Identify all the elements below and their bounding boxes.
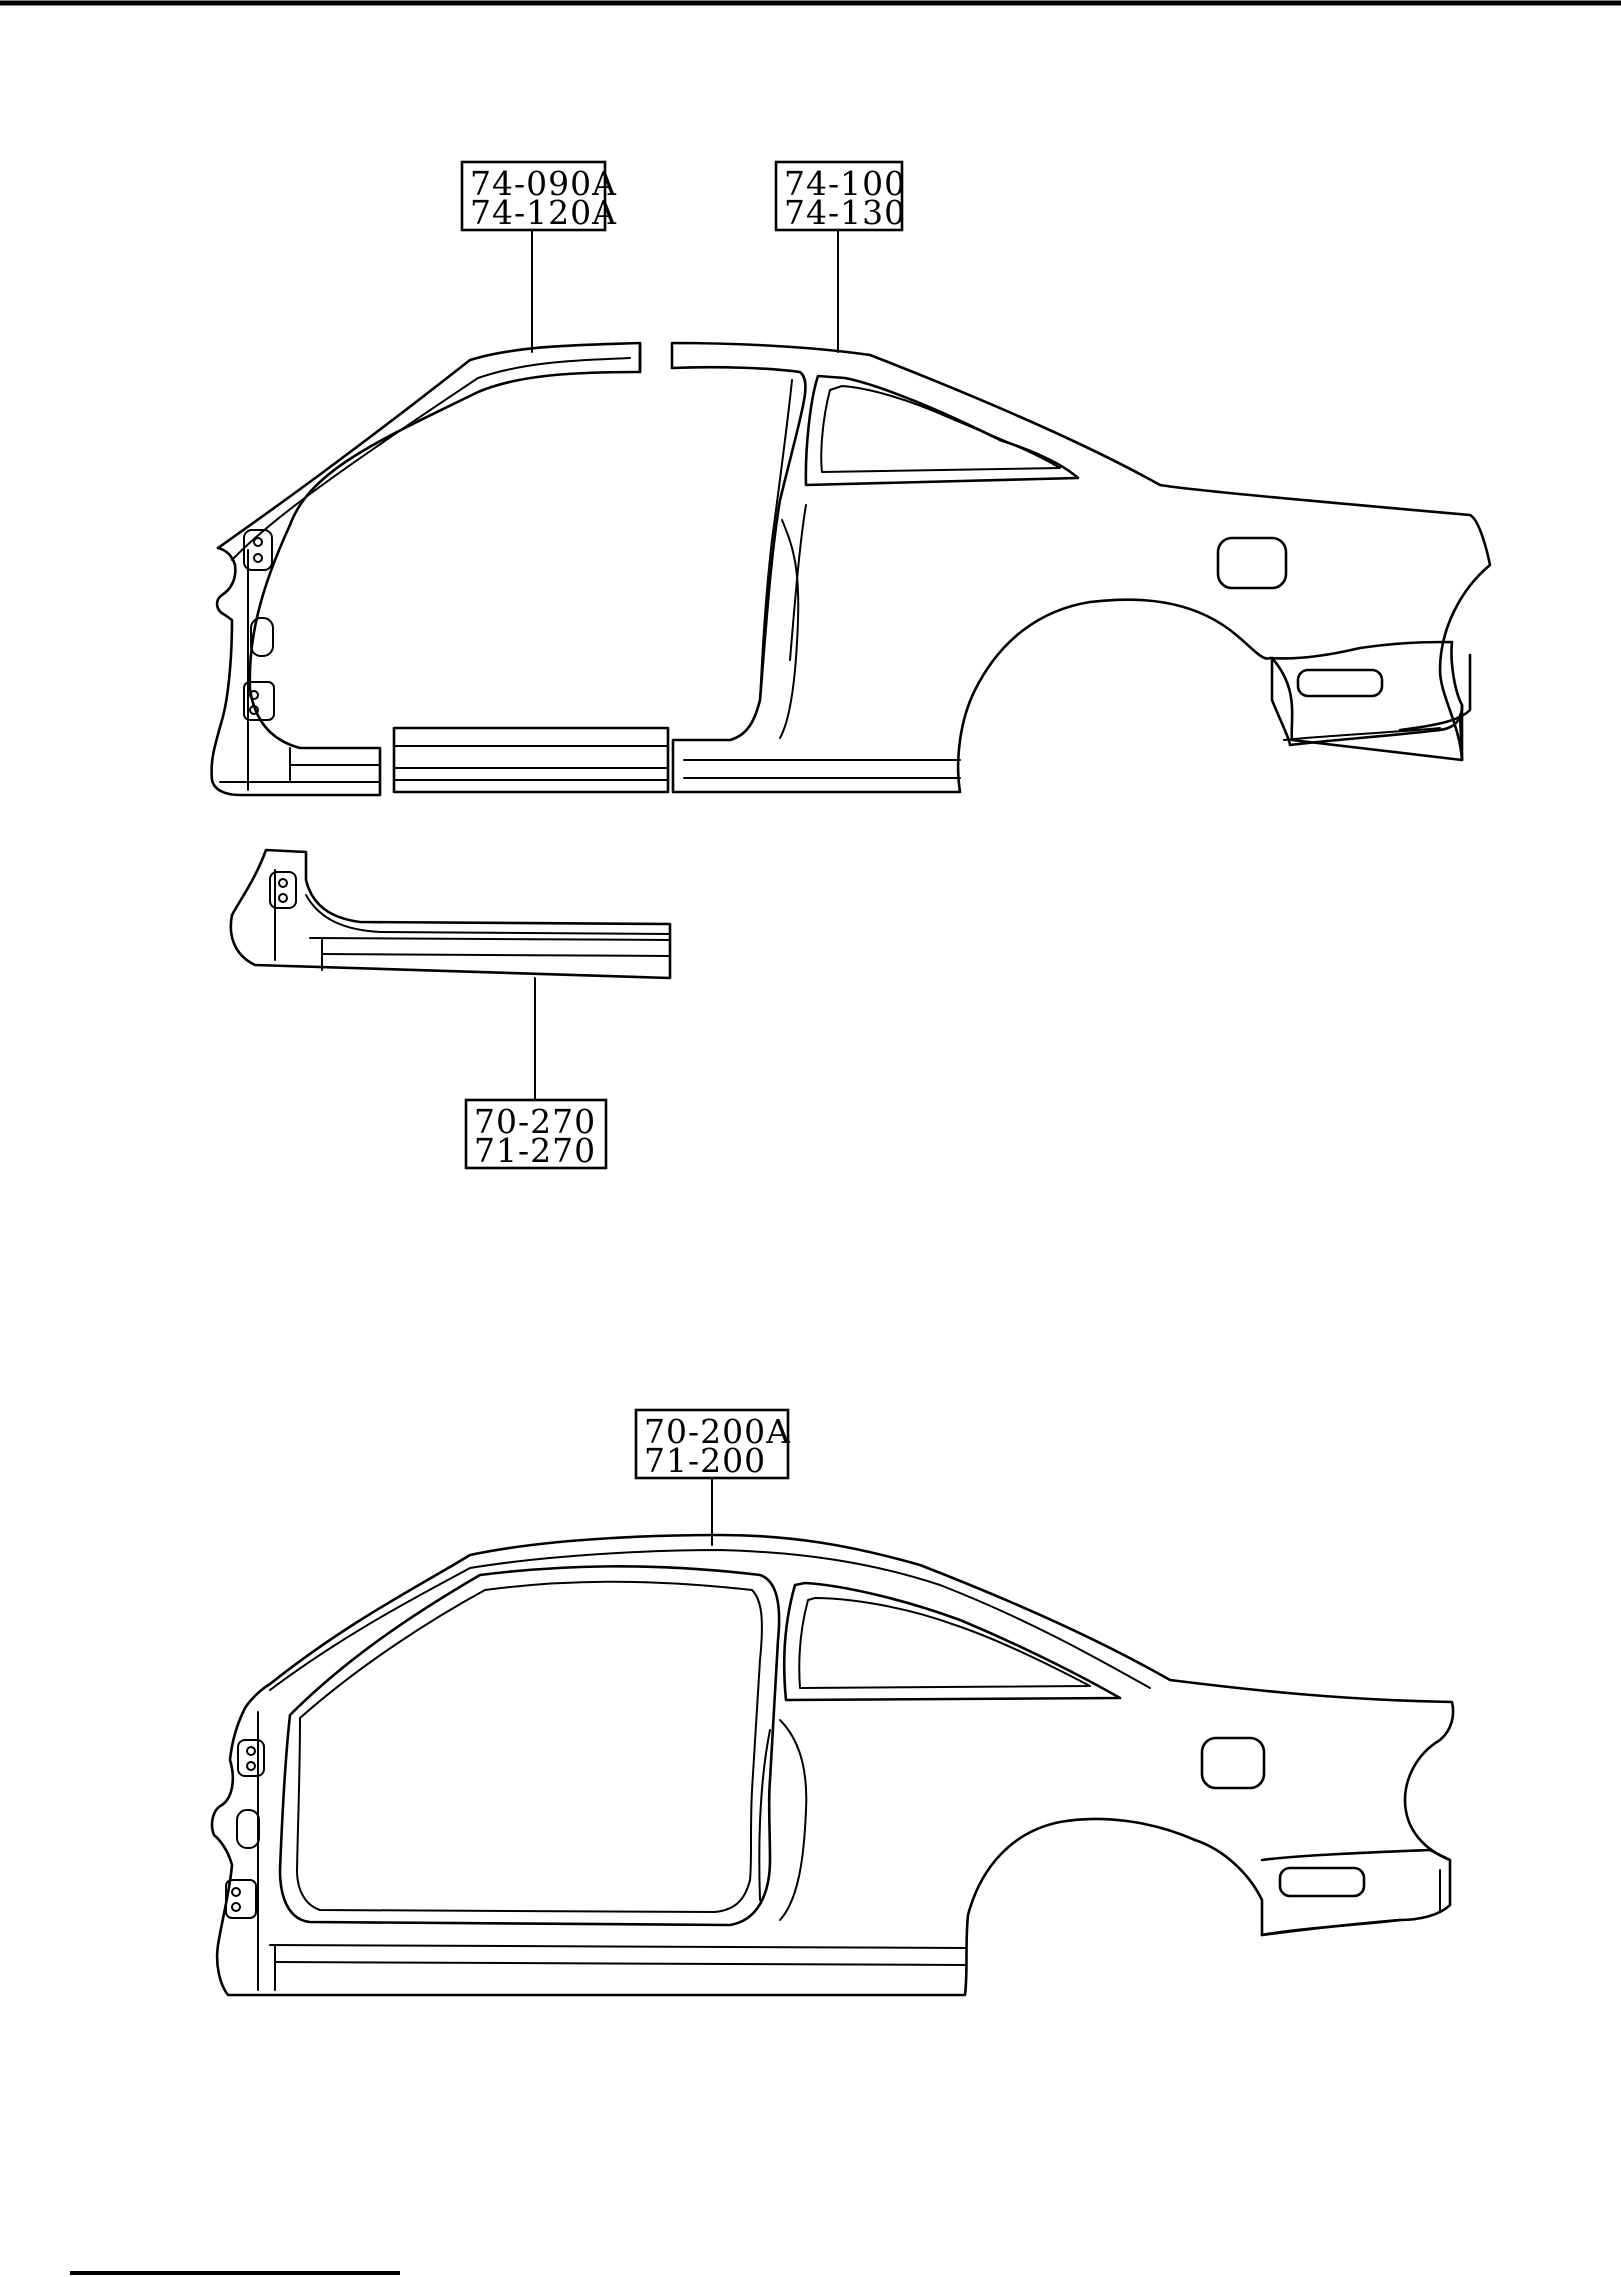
callout-front-upper-line2: 74-120A — [470, 193, 617, 232]
rear-reflector — [1296, 668, 1384, 698]
callout-front-upper: 74-090A 74-120A — [460, 160, 617, 232]
callout-full-side: 70-200A 71-200 — [634, 1408, 791, 1480]
front-pillar-lower — [210, 523, 382, 797]
callout-full-side-line1: 70-200A — [644, 1412, 791, 1451]
front-upper-pillar-part — [216, 341, 642, 561]
callout-sill-line2: 71-270 — [474, 1131, 596, 1170]
sill-part — [229, 848, 672, 980]
callout-front-upper-line1: 74-090A — [470, 164, 617, 203]
callout-rear-upper: 74-100 74-130 — [774, 160, 906, 232]
rear-upper-quarter-part — [670, 341, 1492, 794]
callout-sill: 70-270 71-270 — [464, 1098, 608, 1170]
callout-rear-upper-line2: 74-130 — [784, 193, 906, 232]
fuel-door — [1216, 536, 1288, 590]
exploded-side-panel — [210, 341, 1492, 797]
callout-sill-line1: 70-270 — [474, 1102, 596, 1141]
fuel-door-lower — [1200, 1736, 1266, 1790]
full-side-panel — [210, 1533, 1455, 1997]
callout-rear-upper-line1: 74-100 — [784, 164, 906, 203]
callout-full-side-line2: 71-200 — [644, 1441, 766, 1480]
center-sill-segment — [392, 726, 670, 794]
rear-reflector-lower — [1278, 1866, 1366, 1898]
